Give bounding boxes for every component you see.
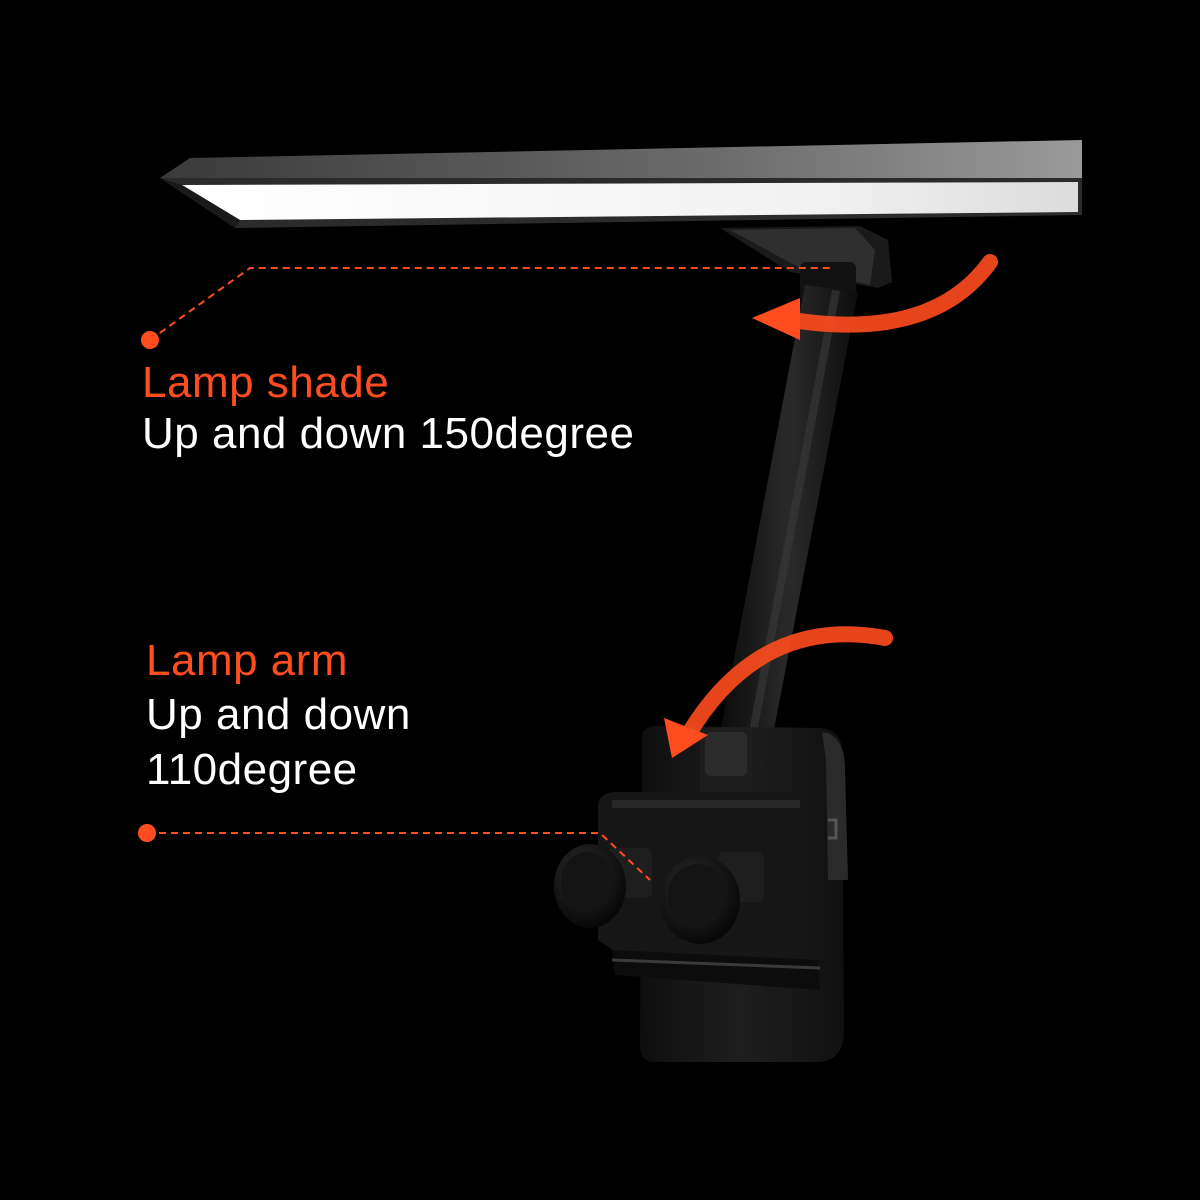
knob-right [660, 852, 764, 944]
callout-lamp-arm: Lamp arm Up and down 110degree [146, 636, 411, 797]
callout-lamp-shade: Lamp shade Up and down 150degree [142, 358, 634, 459]
lamp-shade-title: Lamp shade [142, 358, 390, 407]
lamp-shade-description: Up and down 150degree [142, 408, 635, 458]
lamp-arm-description-line1: Up and down [146, 689, 411, 739]
leader-line-shade [141, 267, 830, 349]
lamp-arm-description-line2: 110degree [146, 744, 358, 794]
lamp-arm [720, 285, 858, 740]
leader-line-arm [138, 824, 651, 881]
lamp-arm-title: Lamp arm [146, 636, 349, 685]
lamp-shade [160, 140, 1082, 228]
knob-left [554, 844, 652, 928]
rotation-arrow-arm [664, 626, 893, 758]
rotation-arrow-shade [752, 254, 998, 340]
